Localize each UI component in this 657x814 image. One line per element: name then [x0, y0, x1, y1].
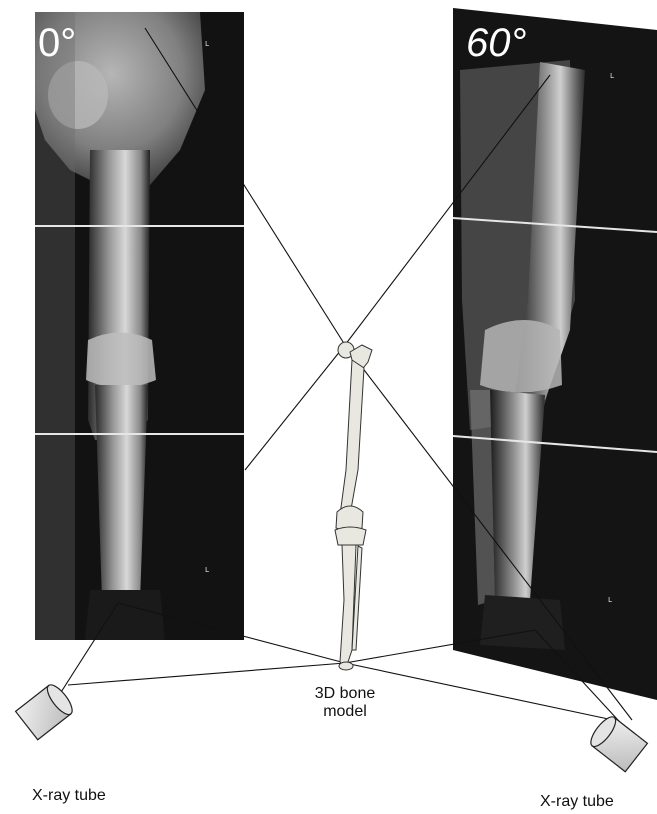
angle-label-0: 0° [38, 21, 76, 65]
ankle-model [339, 662, 353, 670]
femur-model [340, 360, 364, 515]
soft-tissue-band [35, 12, 75, 640]
bone-model-label-line2: model [323, 703, 367, 720]
knee-shadow [86, 333, 156, 388]
xray-tube-label-right: X-ray tube [540, 793, 614, 810]
bone-model-label-line1: 3D bone [315, 685, 376, 702]
projection-line [68, 663, 345, 685]
tibia-shadow [95, 385, 148, 615]
film-marker: L [205, 40, 209, 48]
xray-tube-right [587, 713, 648, 772]
film-marker: L [610, 72, 614, 80]
radiograph-60-degree: L L 60° [453, 8, 657, 700]
radiograph-0-degree: L L 0° [35, 12, 244, 640]
angle-label-60: 60° [466, 21, 527, 65]
knee-shadow [480, 320, 562, 393]
ankle-shadow [480, 595, 565, 650]
projection-line [245, 345, 345, 470]
xray-tube-label-left: X-ray tube [32, 787, 106, 804]
bone-model-3d [335, 342, 372, 670]
ankle-shadow [85, 590, 165, 640]
film-marker: L [608, 596, 612, 604]
film-marker: L [205, 566, 209, 574]
tibial-plateau [335, 527, 366, 545]
xray-tube-left [16, 681, 77, 740]
